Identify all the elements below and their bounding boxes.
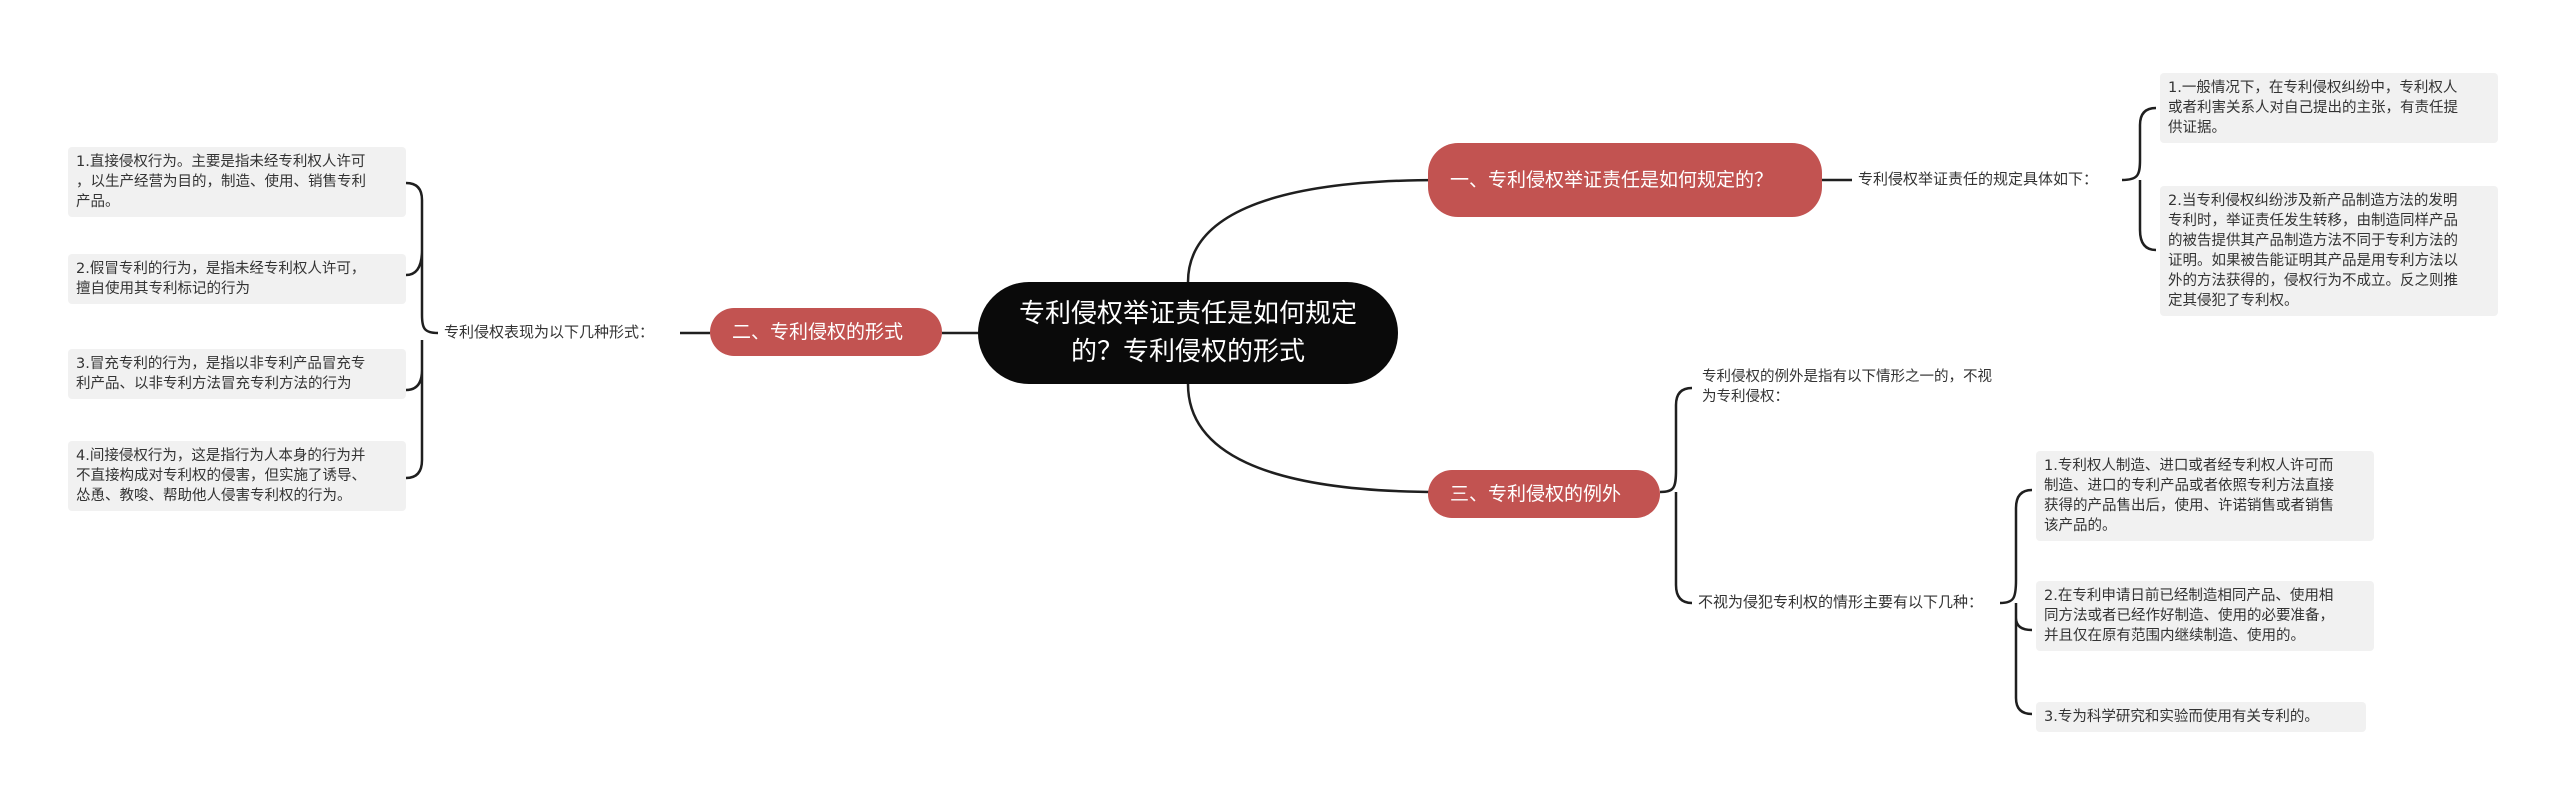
branch-3-label: 不视为侵犯专利权的情形主要有以下几种： — [1698, 593, 1984, 611]
branch-3-title: 三、专利侵权的例外 — [1450, 483, 1622, 505]
link-root-b3 — [1186, 383, 1441, 494]
link-root-b1 — [1186, 178, 1441, 283]
branch-2-item-1: 1.直接侵权行为。主要是指未经专利权人许可 ，以生产经营为目的，制造、使用、销售… — [68, 147, 406, 217]
branch-1[interactable]: 一、专利侵权举证责任是如何规定的？ — [1428, 143, 1822, 217]
branch-2-title: 二、专利侵权的形式 — [732, 321, 904, 343]
branch-3-item-3: 3.专为科学研究和实验而使用有关专利的。 — [2036, 702, 2366, 732]
branch-2-item-4: 4.间接侵权行为，这是指行为人本身的行为并 不直接构成对专利权的侵害，但实施了诱… — [68, 441, 406, 511]
branch-2[interactable]: 二、专利侵权的形式 — [710, 308, 942, 356]
root-topic-text: 专利侵权举证责任是如何规定的？专利侵权的形式 — [1018, 299, 1357, 367]
branch-1-label: 专利侵权举证责任的规定具体如下： — [1858, 170, 2099, 188]
branch-2-label: 专利侵权表现为以下几种形式： — [444, 323, 655, 341]
branch-1-item-1: 1.一般情况下，在专利侵权纠纷中，专利权人 或者利害关系人对自己提出的主张，有责… — [2160, 73, 2498, 143]
bracket-b2 — [405, 181, 439, 480]
bracket-b1 — [2121, 106, 2157, 252]
branch-3-item-1: 1.专利权人制造、进口或者经专利权人许可而 制造、进口的专利产品或者依照专利方法… — [2036, 451, 2374, 541]
root-topic[interactable]: 专利侵权举证责任是如何规定的？专利侵权的形式 — [978, 282, 1398, 384]
branch-1-item-2: 2.当专利侵权纠纷涉及新产品制造方法的发明 专利时，举证责任发生转移，由制造同样… — [2160, 186, 2498, 316]
branch-3-note: 专利侵权的例外是指有以下情形之一的，不视 为专利侵权： — [1702, 369, 1992, 405]
branch-3[interactable]: 三、专利侵权的例外 — [1428, 470, 1660, 518]
branch-2-item-3: 3.冒充专利的行为，是指以非专利产品冒充专 利产品、以非专利方法冒充专利方法的行… — [68, 349, 406, 399]
branch-3-item-2: 2.在专利申请日前已经制造相同产品、使用相 同方法或者已经作好制造、使用的必要准… — [2036, 581, 2374, 651]
branch-1-title: 一、专利侵权举证责任是如何规定的？ — [1450, 168, 1774, 191]
branch-2-item-2: 2.假冒专利的行为，是指未经专利权人许可， 擅自使用其专利标记的行为 — [68, 254, 406, 304]
bracket-b3-items — [1999, 488, 2033, 716]
bracket-b3 — [1659, 386, 1693, 605]
